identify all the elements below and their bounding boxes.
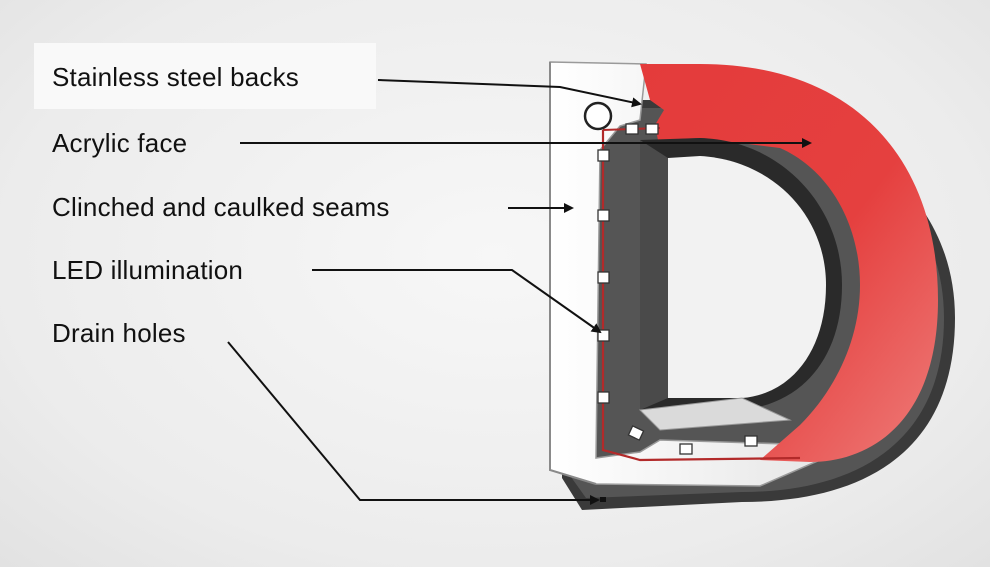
leader-stainless-steel-backs xyxy=(377,79,642,108)
led-module xyxy=(744,435,758,447)
letter-counter-bottom-ledge xyxy=(638,397,792,431)
led-module xyxy=(679,443,693,455)
letter-counter-inner xyxy=(668,156,826,398)
callout-drain-holes: Drain holes xyxy=(52,318,186,348)
led-module xyxy=(627,425,645,441)
led-modules xyxy=(597,123,758,455)
acrylic-face-shape xyxy=(640,64,938,462)
led-module xyxy=(625,123,639,135)
back-panel-edge xyxy=(549,62,597,485)
leader-led-illumination xyxy=(312,269,602,334)
callout-acrylic-face: Acrylic face xyxy=(52,128,188,158)
led-module xyxy=(597,329,610,342)
stainless-back-panel xyxy=(549,61,821,487)
led-module xyxy=(597,149,610,162)
drain-hole xyxy=(600,497,606,502)
fastener-circle xyxy=(583,101,613,131)
led-module xyxy=(597,209,610,222)
highlighted-label-background xyxy=(34,43,376,109)
led-wire xyxy=(601,130,801,462)
leader-lines xyxy=(227,79,812,505)
led-module xyxy=(597,391,610,404)
leader-drain-holes xyxy=(227,341,600,505)
letter-counter-inner-wall xyxy=(640,140,668,410)
led-module xyxy=(597,271,610,284)
callout-stainless-steel-backs: Stainless steel backs xyxy=(52,62,299,92)
callout-clinched-caulked-seams: Clinched and caulked seams xyxy=(52,192,390,222)
led-module xyxy=(645,123,659,135)
callout-led-illumination: LED illumination xyxy=(52,255,244,285)
